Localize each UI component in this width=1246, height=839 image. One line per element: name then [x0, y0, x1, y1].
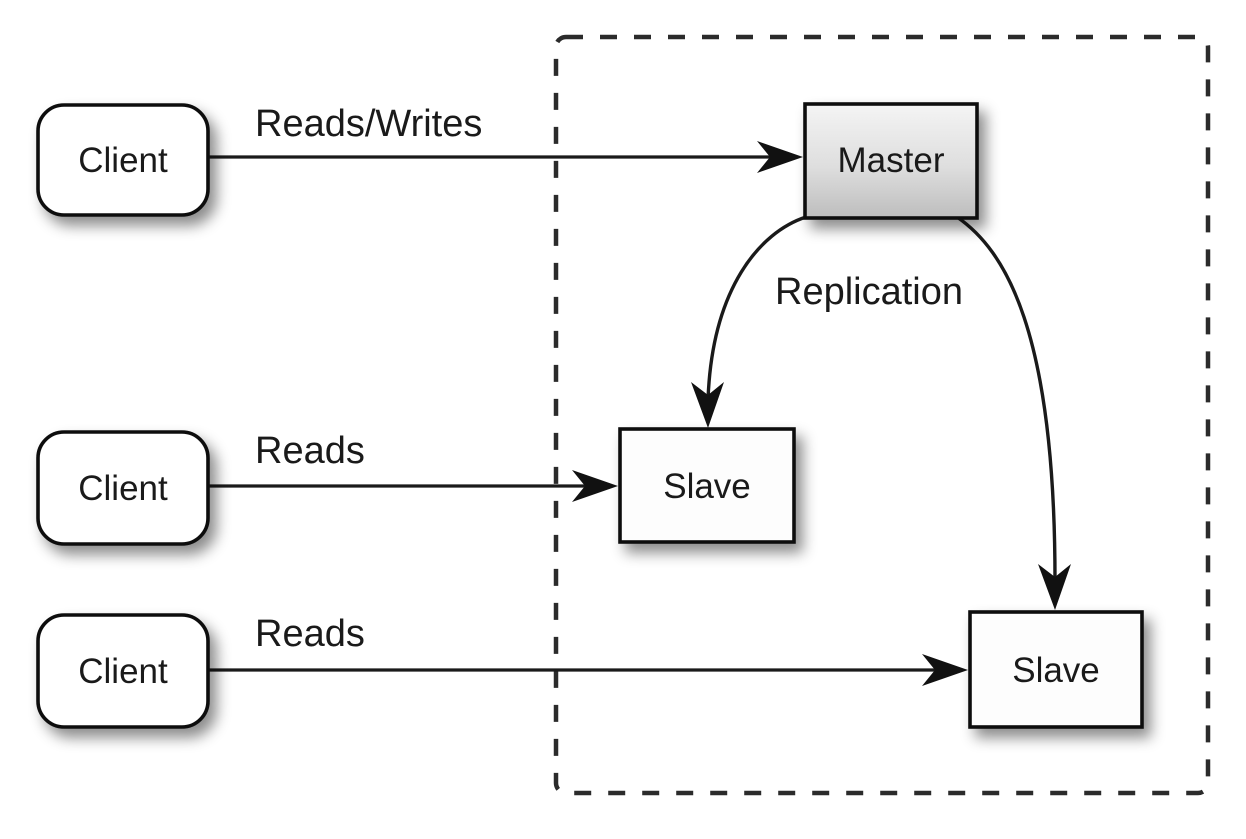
master-box[interactable]: [803, 102, 979, 220]
arrowhead-replication-slave1: [691, 382, 724, 428]
edge-client1-master: [208, 141, 803, 173]
node-slave-2[interactable]: [968, 610, 1144, 729]
edge-label-reads-slave2: Reads: [255, 613, 365, 655]
edge-master-slave1: [691, 215, 807, 428]
client-3-box[interactable]: [36, 613, 210, 729]
arrowhead-slave2-in: [922, 654, 968, 686]
edge-label-reads-slave1: Reads: [255, 430, 365, 472]
arrowhead-replication-slave2: [1038, 564, 1071, 610]
client-3-label: Client: [78, 652, 168, 691]
arrowhead-master-in: [757, 141, 803, 173]
edge-master-slave2: [956, 215, 1071, 610]
slave-2-label: Slave: [1012, 651, 1100, 690]
client-1-label: Client: [78, 141, 168, 180]
slave-2-box[interactable]: [968, 610, 1144, 729]
edge-label-reads-writes: Reads/Writes: [255, 103, 482, 145]
arrowhead-slave1-in: [572, 470, 618, 502]
node-slave-1[interactable]: [618, 427, 796, 544]
slave-1-box[interactable]: [618, 427, 796, 544]
node-client-1[interactable]: [36, 103, 210, 217]
database-cluster-boundary: [553, 34, 1211, 796]
node-master[interactable]: [803, 102, 979, 220]
edge-client3-slave2: [208, 654, 968, 686]
edge-label-replication: Replication: [775, 271, 963, 313]
edge-client2-slave1: [208, 470, 618, 502]
node-client-2[interactable]: [36, 430, 210, 546]
slave-1-label: Slave: [663, 467, 751, 506]
node-client-3[interactable]: [36, 613, 210, 729]
edge-master-slave2-curve: [956, 215, 1057, 581]
client-2-box[interactable]: [36, 430, 210, 546]
master-label: Master: [838, 141, 945, 180]
edge-master-slave1-curve: [706, 215, 807, 401]
client-1-box[interactable]: [36, 103, 210, 217]
client-2-label: Client: [78, 469, 168, 508]
